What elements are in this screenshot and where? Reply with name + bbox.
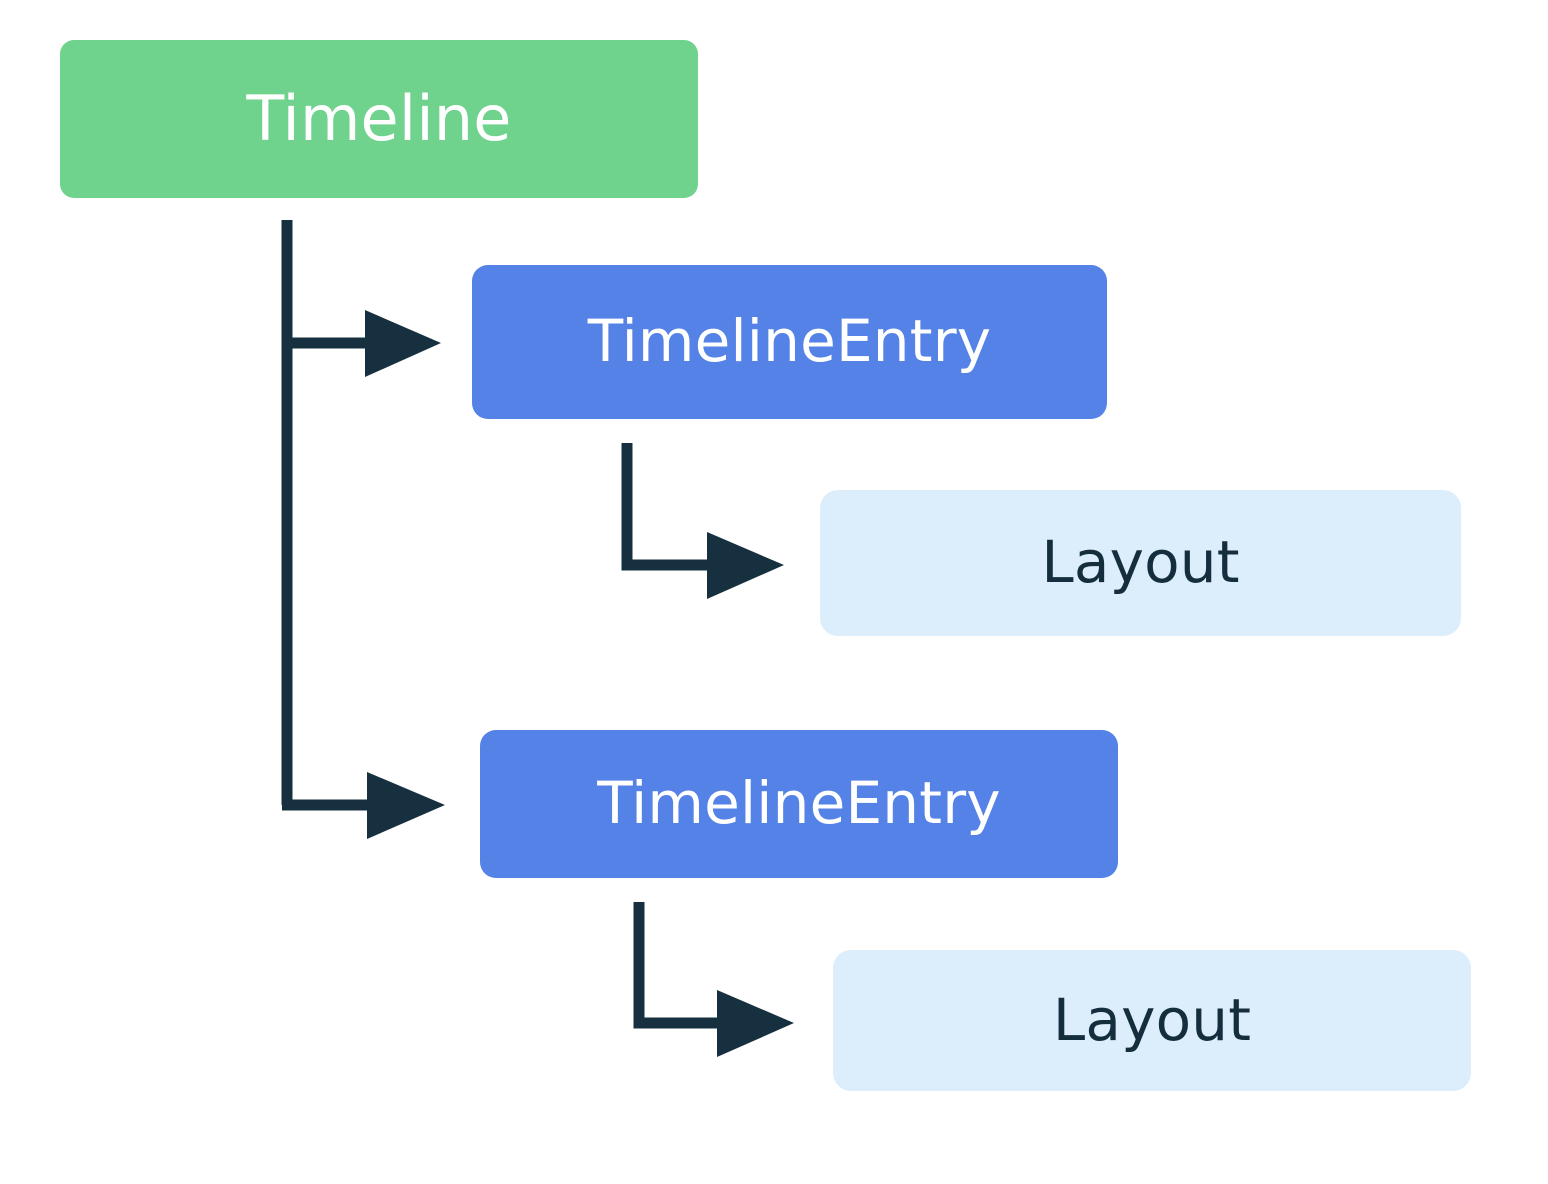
node-layout-2-label: Layout	[1052, 985, 1252, 1054]
edge-timeline-entry-1	[281, 220, 441, 805]
edge-timeline-entry-2	[282, 772, 445, 839]
node-layout-1-label: Layout	[1041, 528, 1240, 597]
node-timeline-label: Timeline	[246, 81, 512, 155]
node-timeline-entry-1[interactable]: TimelineEntry	[472, 265, 1107, 419]
edge-entry-1-layout-1	[621, 443, 784, 599]
node-timeline-entry-2[interactable]: TimelineEntry	[480, 730, 1118, 878]
node-timeline[interactable]: Timeline	[60, 40, 698, 198]
node-layout-2[interactable]: Layout	[833, 950, 1471, 1091]
edge-entry-2-layout-2	[633, 902, 794, 1057]
node-layout-1[interactable]: Layout	[820, 490, 1461, 636]
node-timeline-entry-2-label: TimelineEntry	[597, 769, 1001, 838]
node-timeline-entry-1-label: TimelineEntry	[587, 307, 992, 376]
